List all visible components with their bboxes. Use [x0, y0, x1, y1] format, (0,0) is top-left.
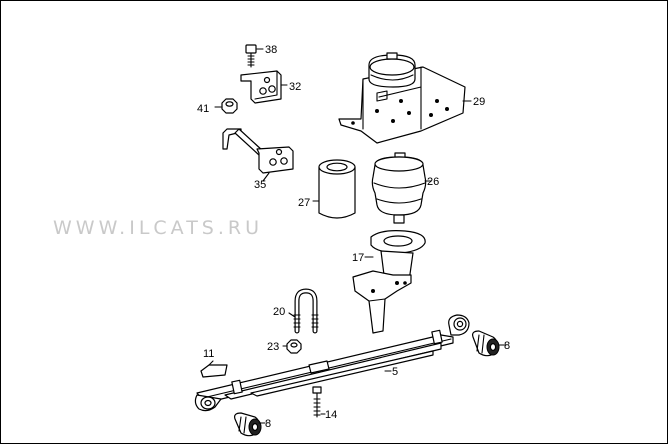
part-20-u-bolt[interactable] [293, 288, 319, 334]
part-11-pad[interactable] [200, 364, 228, 378]
callout-41: 41 [197, 103, 209, 115]
part-23-nut[interactable] [286, 339, 302, 354]
callout-38: 38 [265, 44, 277, 56]
callout-8-lower: 8 [265, 418, 271, 430]
part-5-leaf-spring[interactable] [194, 314, 470, 412]
watermark: WWW.ILCATS.RU [53, 217, 263, 239]
callout-20: 20 [273, 306, 285, 318]
callout-14: 14 [325, 409, 337, 421]
callout-35: 35 [254, 179, 266, 191]
part-29-mounting-bracket[interactable] [338, 52, 466, 144]
leader-lines [208, 48, 506, 424]
part-26-air-spring[interactable] [371, 152, 427, 224]
callout-27: 27 [298, 197, 310, 209]
callout-17: 17 [352, 252, 364, 264]
part-27-rubber-sleeve[interactable] [318, 159, 356, 219]
part-38-bolt[interactable] [245, 44, 257, 68]
callout-8-upper: 8 [504, 340, 510, 352]
part-8-bushing-upper[interactable] [472, 330, 500, 357]
callout-32: 32 [289, 81, 301, 93]
callout-23: 23 [267, 341, 279, 353]
part-35-bent-bracket[interactable] [222, 128, 294, 174]
part-41-nut[interactable] [221, 98, 238, 114]
callout-26: 26 [427, 176, 439, 188]
part-17-spring-seat-bracket[interactable] [352, 230, 426, 334]
part-14-bolt[interactable] [312, 386, 322, 418]
part-8-bushing-lower[interactable] [234, 412, 262, 437]
callout-5: 5 [392, 366, 398, 378]
callout-11: 11 [203, 348, 214, 360]
part-32-bracket-plate[interactable] [240, 70, 282, 104]
callout-29: 29 [473, 96, 485, 108]
